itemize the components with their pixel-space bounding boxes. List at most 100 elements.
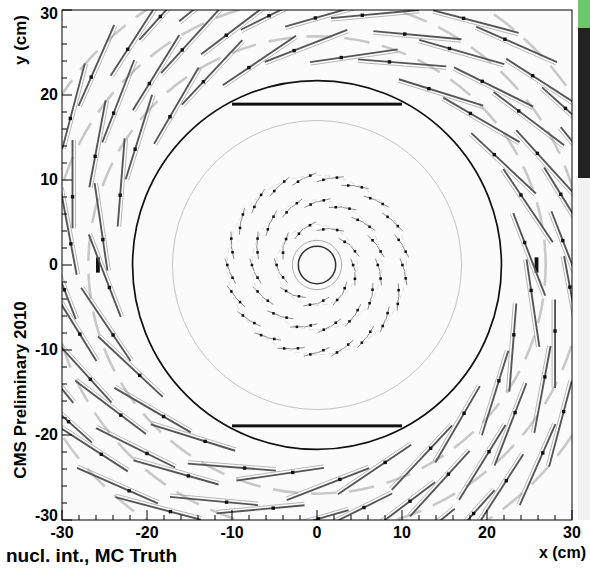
- tick-label: 10: [40, 172, 58, 188]
- pixel-module: [398, 283, 400, 297]
- strip-module: [419, 40, 504, 64]
- tick-label: 20: [478, 525, 496, 541]
- plot-area: [62, 10, 572, 520]
- strip-module-edge: [510, 214, 542, 296]
- strip-hybrid: [71, 195, 74, 198]
- pixel-module: [303, 304, 316, 306]
- strip-hybrid: [462, 17, 465, 20]
- pixel-module: [318, 327, 330, 333]
- strip-hybrid: [133, 147, 136, 150]
- strip-module-edge: [62, 236, 79, 318]
- strip-module-edge: [398, 82, 482, 108]
- strip-module: [554, 300, 556, 388]
- pixel-chip: [273, 338, 276, 341]
- rail-bar: [232, 424, 402, 427]
- pixel-module: [386, 307, 389, 320]
- strip-module-edge: [546, 380, 569, 465]
- strip-module-edge: [433, 385, 478, 461]
- pixel-chip: [285, 211, 288, 214]
- pixel-chip: [273, 190, 276, 193]
- strip-hybrid: [487, 450, 490, 453]
- strip-module: [62, 384, 92, 443]
- pixel-module: [345, 316, 354, 326]
- pixel-module: [351, 259, 356, 272]
- strip-module-edge: [75, 140, 76, 228]
- strip-hybrid: [169, 510, 172, 513]
- x-tick: [62, 510, 63, 520]
- pixel-chip: [348, 320, 351, 323]
- pixel-module: [284, 233, 289, 246]
- tick-label: 0: [313, 525, 322, 541]
- pixel-module: [268, 338, 281, 340]
- strip-module: [265, 30, 347, 62]
- strip-hybrid: [93, 155, 96, 158]
- pixel-chip: [282, 276, 285, 279]
- pixel-module: [262, 297, 273, 305]
- strip-hybrid: [562, 410, 565, 413]
- pixel-chip: [397, 225, 400, 228]
- strip-module: [154, 68, 199, 144]
- strip-module: [62, 334, 73, 403]
- strip-hybrid: [427, 87, 430, 90]
- pixel-module: [317, 199, 330, 202]
- pixel-chip: [267, 299, 270, 302]
- strip-module-edge: [558, 129, 572, 198]
- support-tube: [173, 121, 462, 410]
- pixel-module: [364, 196, 377, 200]
- strip-module: [179, 10, 248, 21]
- pixel-chip: [285, 238, 288, 241]
- pixel-chip: [381, 203, 384, 206]
- y-tick: [62, 333, 67, 334]
- pixel-chip: [282, 251, 285, 254]
- strip-module: [89, 234, 121, 316]
- pixel-chip: [253, 206, 256, 209]
- pixel-module: [258, 189, 265, 201]
- pixel-chip: [335, 206, 338, 209]
- strip-hybrid: [531, 74, 534, 77]
- y-tick: [62, 197, 67, 198]
- pixel-module: [267, 311, 280, 316]
- strip-module-edge: [286, 10, 371, 29]
- pixel-module: [343, 340, 353, 349]
- strip-module: [482, 351, 508, 435]
- strip-module-edge: [65, 64, 88, 149]
- pixel-module: [367, 326, 374, 338]
- pixel-module: [393, 221, 403, 231]
- x-tick: [147, 510, 148, 520]
- pixel-module: [404, 272, 407, 285]
- pixel-chip: [256, 237, 259, 240]
- pixel-chip: [343, 241, 346, 244]
- y-tick: [62, 214, 67, 215]
- strip-hybrid: [247, 66, 250, 69]
- strip-module: [62, 337, 112, 402]
- strip-module-edge: [188, 461, 276, 468]
- y-tick: [62, 469, 67, 470]
- strip-module-edge: [98, 183, 111, 270]
- pixel-module: [290, 326, 304, 327]
- pixel-module: [305, 202, 317, 208]
- pixel-chip: [283, 180, 286, 183]
- strip-hybrid: [512, 333, 515, 336]
- pixel-chip: [239, 301, 242, 304]
- strip-hybrid: [159, 15, 162, 18]
- strip-hybrid: [148, 82, 151, 85]
- pixel-chip: [285, 316, 288, 319]
- pixel-chip: [397, 303, 400, 306]
- y-tick: [62, 180, 72, 181]
- strip-hybrid: [69, 242, 72, 245]
- pixel-module: [239, 221, 240, 235]
- strip-module: [118, 138, 125, 226]
- pixel-chip: [253, 322, 256, 325]
- strip-hybrid: [162, 415, 165, 418]
- strip-module-edge: [236, 465, 323, 478]
- x-tick: [96, 515, 97, 520]
- pixel-module: [372, 283, 374, 297]
- pixel-chip: [256, 290, 259, 293]
- watermark: CMS Preliminary 2010: [12, 301, 29, 479]
- strip-module: [161, 10, 221, 73]
- strip-module: [89, 100, 105, 187]
- strip-hybrid: [314, 16, 317, 19]
- color-scale-dark: [578, 28, 590, 178]
- x-tick: [317, 510, 318, 520]
- pixel-module: [279, 272, 288, 282]
